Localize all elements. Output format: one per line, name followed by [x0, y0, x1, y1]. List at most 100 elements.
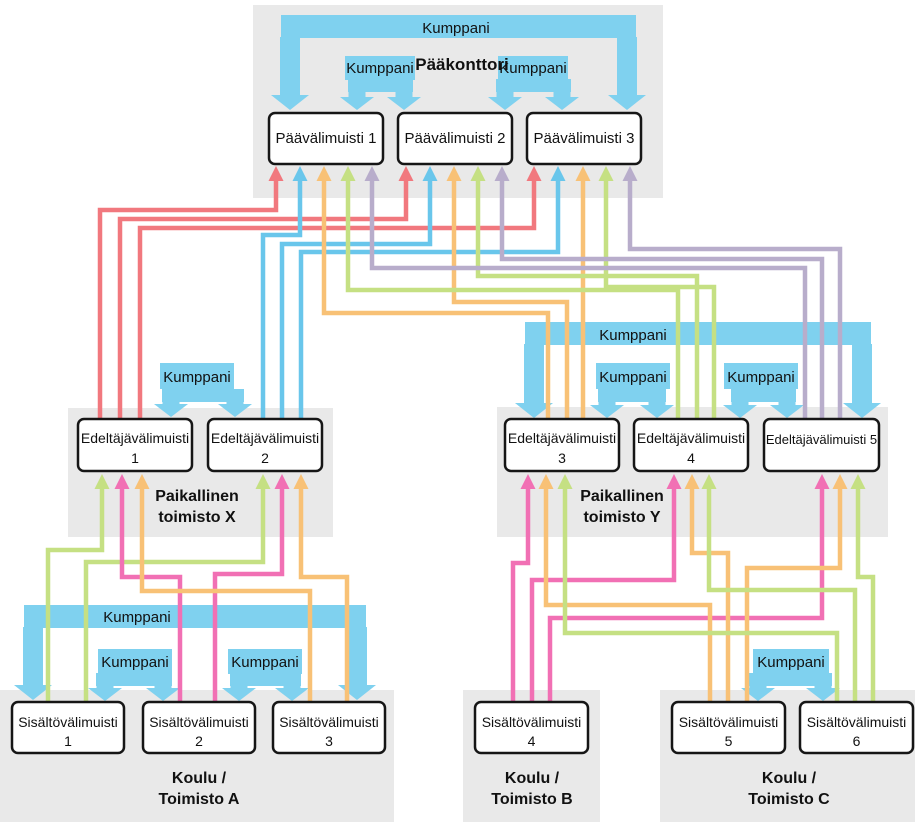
arrow-sisaltovalimuisti-1-to-edeltajavalimuisti-1: [45, 488, 105, 702]
node-paavalimuisti-3-label: Päävälimuisti 3: [534, 130, 635, 147]
node-sisaltovalimuisti-1-label: Sisältövälimuisti: [18, 714, 118, 730]
partner-label: Kumppani: [727, 369, 795, 386]
node-sisaltovalimuisti-3-label: Sisältövälimuisti: [279, 714, 379, 730]
arrow-down-head-icon: [640, 405, 674, 418]
partner-leg: [348, 91, 366, 98]
partner-bar: [731, 389, 796, 402]
partner-c-5-6: Kumppani: [741, 649, 840, 701]
arrow-down-head-icon: [843, 403, 881, 418]
partner-x-1-2: Kumppani: [154, 363, 252, 417]
arrow-up-head-icon: [850, 474, 866, 489]
arrow-up-head-icon: [446, 166, 462, 181]
partner-bar: [162, 389, 244, 402]
arrow-edeltajavalimuisti-3-to-paavalimuisti-2: [451, 180, 570, 419]
partner-bar: [598, 389, 666, 402]
node-sisaltovalimuisti-2-label: Sisältövälimuisti: [149, 714, 249, 730]
arrow-up-head-icon: [292, 166, 308, 181]
partner-a-outer: Kumppani: [14, 605, 376, 700]
arrow-sisaltovalimuisti-6-to-edeltajavalimuisti-3: [562, 488, 840, 702]
partner-label-box: [160, 363, 234, 389]
arrow-up-head-icon: [268, 166, 284, 181]
partner-bar: [496, 79, 571, 92]
partner-label: Kumppani: [103, 609, 171, 626]
arrow-up-head-icon: [538, 474, 554, 489]
arrow-edeltajavalimuisti-3-to-paavalimuisti-1: [321, 180, 551, 419]
group-label-toimisto-y: toimisto Y: [583, 509, 660, 526]
arrow-sisaltovalimuisti-4-to-edeltajavalimuisti-3: [510, 488, 531, 702]
arrow-up-head-icon: [114, 474, 130, 489]
partner-leg: [617, 37, 637, 96]
partner-leg: [283, 685, 301, 689]
node-edeltajavalimuisti-1: [76, 417, 194, 473]
partner-y-3-4: Kumppani: [590, 363, 674, 418]
arrow-edeltajavalimuisti-4-to-paavalimuisti-3: [603, 180, 717, 419]
arrow-edeltajavalimuisti-4-to-paavalimuisti-2: [475, 180, 700, 419]
node-sisaltovalimuisti-1-label: 1: [64, 733, 72, 749]
node-edeltajavalimuisti-2-label: Edeltäjävälimuisti: [211, 430, 319, 446]
partner-leg: [778, 401, 796, 406]
arrow-edeltajavalimuisti-4-to-paavalimuisti-1: [345, 180, 681, 419]
group-label-koulu-a: Koulu /: [172, 770, 227, 787]
partner-label-box: [753, 649, 829, 674]
node-sisaltovalimuisti-6: [798, 700, 915, 755]
node-sisaltovalimuisti-2-label: 2: [195, 733, 203, 749]
partner-label: Kumppani: [757, 654, 825, 671]
arrow-up-head-icon: [255, 474, 271, 489]
partner-leg: [96, 685, 114, 689]
node-sisaltovalimuisti-4-label: Sisältövälimuisti: [482, 714, 582, 730]
arrow-down-head-icon: [590, 405, 624, 418]
node-sisaltovalimuisti-6-label: 6: [853, 733, 861, 749]
partner-leg: [23, 627, 43, 686]
arrow-edeltajavalimuisti-1-to-paavalimuisti-3: [137, 180, 537, 419]
partner-label: Kumppani: [163, 369, 231, 386]
partner-label: Kumppani: [599, 369, 667, 386]
arrow-down-head-icon: [545, 97, 579, 110]
arrow-down-head-icon: [154, 404, 188, 417]
node-edeltajavalimuisti-5-label: Edeltäjävälimuisti 5: [766, 432, 877, 447]
arrow-edeltajavalimuisti-2-to-paavalimuisti-1: [260, 180, 303, 419]
node-edeltajavalimuisti-4-label: 4: [687, 450, 695, 466]
partner-leg: [731, 401, 749, 406]
arrow-sisaltovalimuisti-2-to-edeltajavalimuisti-1: [119, 488, 183, 702]
group-label-koulu-c: Koulu /: [762, 770, 817, 787]
partner-label-box: [498, 56, 568, 80]
partner-leg: [814, 685, 832, 689]
node-paavalimuisti-1-label: Päävälimuisti 1: [276, 130, 377, 147]
node-sisaltovalimuisti-5: [670, 700, 787, 755]
node-sisaltovalimuisti-1: [10, 700, 126, 755]
arrow-up-head-icon: [684, 474, 700, 489]
arrow-up-head-icon: [832, 474, 848, 489]
arrow-down-head-icon: [515, 403, 553, 418]
group-label-toimisto-x: Paikallinen: [155, 488, 239, 505]
arrow-up-head-icon: [622, 166, 638, 181]
node-sisaltovalimuisti-5-label: Sisältövälimuisti: [679, 714, 779, 730]
partner-bar: [96, 673, 172, 686]
node-paavalimuisti-3: [525, 111, 643, 166]
arrow-up-head-icon: [701, 474, 717, 489]
group-label-toimisto-y: Paikallinen: [580, 488, 664, 505]
arrow-sisaltovalimuisti-3-to-edeltajavalimuisti-1: [139, 488, 313, 702]
arrow-sisaltovalimuisti-1-to-edeltajavalimuisti-2: [83, 488, 266, 702]
arrow-down-head-icon: [146, 688, 180, 701]
group-label-koulu-c: Toimisto C: [748, 791, 830, 808]
partner-leg: [648, 401, 666, 406]
arrow-sisaltovalimuisti-6-to-edeltajavalimuisti-5: [855, 488, 876, 702]
node-edeltajavalimuisti-4: [632, 417, 750, 473]
node-sisaltovalimuisti-5-label: 5: [725, 733, 733, 749]
node-sisaltovalimuisti-3: [271, 700, 387, 755]
arrow-edeltajavalimuisti-5-to-paavalimuisti-1: [369, 180, 808, 419]
partner-label-box: [345, 56, 415, 80]
arrow-sisaltovalimuisti-4-to-edeltajavalimuisti-5: [547, 488, 825, 702]
arrow-down-head-icon: [806, 688, 840, 701]
arrow-down-head-icon: [218, 404, 252, 417]
partner-bar: [348, 79, 413, 92]
partner-leg: [162, 401, 180, 405]
arrow-down-head-icon: [608, 95, 646, 110]
arrow-sisaltovalimuisti-5-to-edeltajavalimuisti-3: [543, 488, 713, 702]
partner-bar: [281, 15, 636, 38]
node-edeltajavalimuisti-3-label: 3: [558, 450, 566, 466]
arrow-sisaltovalimuisti-3-to-edeltajavalimuisti-2: [298, 488, 350, 702]
arrow-down-head-icon: [271, 95, 309, 110]
arrow-up-head-icon: [526, 166, 542, 181]
arrow-up-head-icon: [550, 166, 566, 181]
